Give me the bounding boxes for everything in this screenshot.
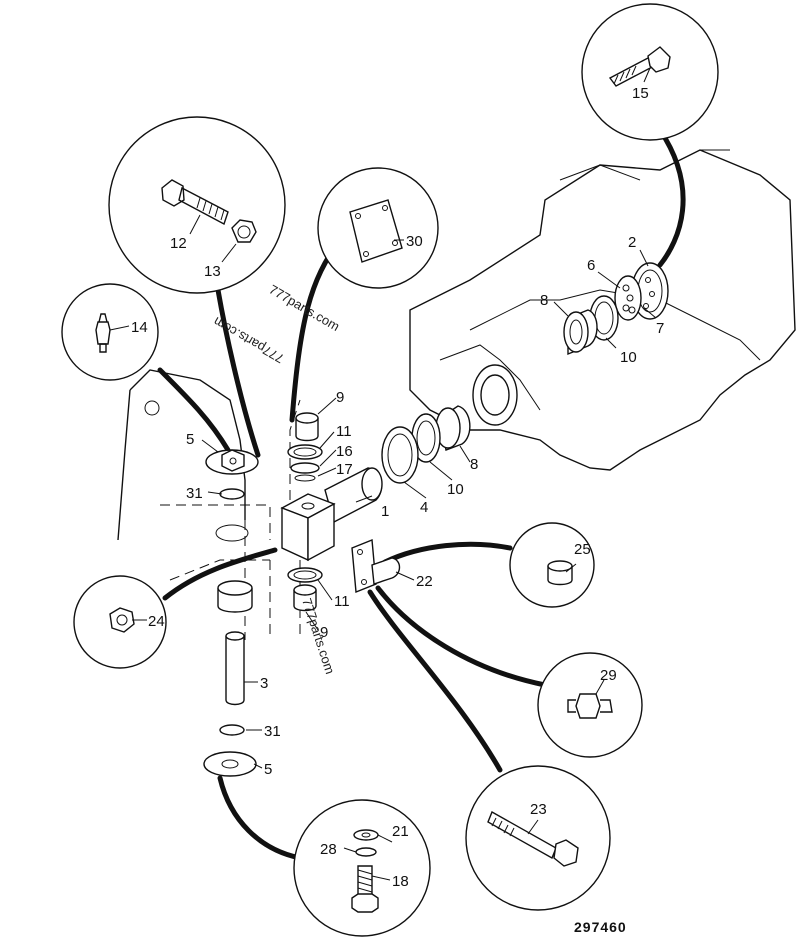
callout-14: 14 (131, 319, 148, 336)
callout-6: 6 (587, 257, 595, 274)
part-pivot-housing-1 (280, 467, 383, 562)
inset-cap-25 (509, 522, 595, 608)
watermark-middle: 777parts.com (211, 314, 287, 366)
callout-30: 30 (406, 233, 423, 250)
callout-7: 7 (656, 320, 664, 337)
callout-13: 13 (204, 263, 221, 280)
inset-grease-nipple-14 (61, 283, 159, 381)
inset-bolt-15 (581, 3, 719, 141)
part-seal-11-lower (287, 567, 323, 583)
part-bush-8-lower (435, 405, 471, 451)
part-o-ring-31-lower (219, 724, 245, 736)
callout-25: 25 (574, 541, 591, 558)
part-pin-9-upper (295, 412, 319, 442)
part-shim-16-17 (290, 462, 320, 482)
part-pin-9-lower (293, 584, 317, 612)
callout-28: 28 (320, 841, 337, 858)
callout-11-upper: 11 (336, 423, 352, 440)
inset-plate-30 (317, 167, 439, 289)
callout-31-lower: 31 (264, 723, 281, 740)
callout-leaders (109, 67, 657, 881)
callout-29: 29 (600, 667, 617, 684)
part-flange-22 (351, 539, 401, 593)
leader-tubes (157, 127, 686, 861)
callout-16: 16 (336, 443, 353, 460)
watermark-bottom: 777parts.com (299, 596, 338, 676)
callout-21: 21 (392, 823, 409, 840)
callout-11-lower: 11 (334, 593, 350, 610)
callout-31-upper: 31 (186, 485, 203, 502)
part-seal-11-upper (287, 444, 323, 460)
callout-17: 17 (336, 461, 353, 478)
callout-4: 4 (420, 499, 428, 516)
callout-2: 2 (628, 234, 636, 251)
callout-10-lower: 10 (447, 481, 464, 498)
callout-18: 18 (392, 873, 409, 890)
callout-9-upper: 9 (336, 389, 344, 406)
part-seal-10-lower (411, 413, 441, 463)
part-pin-3 (225, 631, 245, 706)
inset-bolt-washers-18-21-28 (293, 799, 431, 937)
callout-22: 22 (416, 573, 433, 590)
callout-5-lower: 5 (264, 761, 272, 778)
part-ring-4 (381, 426, 419, 484)
callout-5-upper: 5 (186, 431, 194, 448)
callout-9-lower: 9 (320, 624, 328, 641)
part-cap-5-upper (205, 449, 259, 475)
callout-1: 1 (381, 503, 389, 520)
part-bush-collar (217, 580, 253, 613)
inset-nut-24 (73, 575, 167, 669)
part-bush-8-upper (563, 309, 598, 356)
inset-bolt-12-nut-13 (108, 116, 286, 294)
axle-housing-outline (409, 149, 796, 471)
callout-8-upper: 8 (540, 292, 548, 309)
callout-23: 23 (530, 801, 547, 818)
part-thrust-washer-6 (614, 275, 642, 321)
callout-8-lower: 8 (470, 456, 478, 473)
part-o-ring-31-upper (219, 488, 245, 500)
callout-3: 3 (260, 675, 268, 692)
callout-labels: 2 6 7 8 10 1 9 11 16 17 11 9 8 10 4 5 31… (131, 85, 664, 890)
chassis-outline (117, 369, 301, 640)
part-cap-5-lower (203, 751, 257, 777)
inset-grease-nipple-29 (537, 652, 643, 758)
drawing-number: 297460 (574, 919, 627, 935)
callout-24: 24 (148, 613, 165, 630)
inset-bolt-23 (465, 765, 611, 911)
callout-12: 12 (170, 235, 187, 252)
callout-10-upper: 10 (620, 349, 637, 366)
callout-15: 15 (632, 85, 649, 102)
